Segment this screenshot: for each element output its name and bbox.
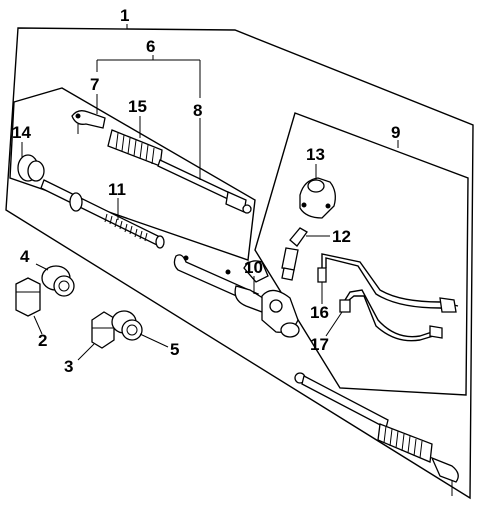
- callout-6: 6: [146, 37, 155, 56]
- callout-2: 2: [38, 331, 47, 350]
- callout-1: 1: [120, 6, 129, 25]
- bushing-5: [111, 310, 143, 341]
- boot-lower: [377, 423, 433, 463]
- bracket-2: [15, 277, 41, 317]
- callout-8: 8: [193, 101, 202, 120]
- fitting-17: [339, 299, 351, 313]
- callout-4: 4: [20, 247, 30, 266]
- inner-tie-rod-lower: [294, 372, 389, 429]
- callout-3: 3: [64, 357, 73, 376]
- pressure-lines: [321, 253, 459, 342]
- callout-9: 9: [391, 123, 400, 142]
- pinion-shaft: [281, 227, 308, 281]
- control-valve: [299, 177, 336, 219]
- callout-12: 12: [332, 227, 351, 246]
- hose-group-frame: [254, 112, 469, 396]
- callout-6-bracket: [96, 55, 201, 98]
- callout-14: 14: [12, 123, 31, 142]
- callout-13: 13: [306, 145, 325, 164]
- boot-upper: [107, 129, 163, 167]
- leader-lines: [21, 24, 343, 361]
- bushing-4: [41, 265, 75, 297]
- callout-10: 10: [244, 258, 263, 277]
- callout-11: 11: [108, 180, 126, 199]
- callout-5: 5: [170, 340, 179, 359]
- callout-16: 16: [310, 303, 329, 322]
- callout-7: 7: [90, 75, 99, 94]
- rack-bar: [40, 179, 165, 249]
- inner-tie-rod-upper: [157, 159, 252, 214]
- tie-rod-kit-frame: [9, 87, 256, 261]
- tie-rod-end-lower: [430, 456, 459, 496]
- callout-17: 17: [310, 335, 329, 354]
- tie-rod-end-upper: [71, 110, 106, 134]
- gear-housing: [173, 254, 300, 338]
- callout-15: 15: [128, 97, 147, 116]
- assembly-frame: [5, 27, 474, 500]
- bushing-14: [17, 154, 45, 182]
- fitting-16: [317, 267, 327, 290]
- bracket-3: [91, 311, 115, 349]
